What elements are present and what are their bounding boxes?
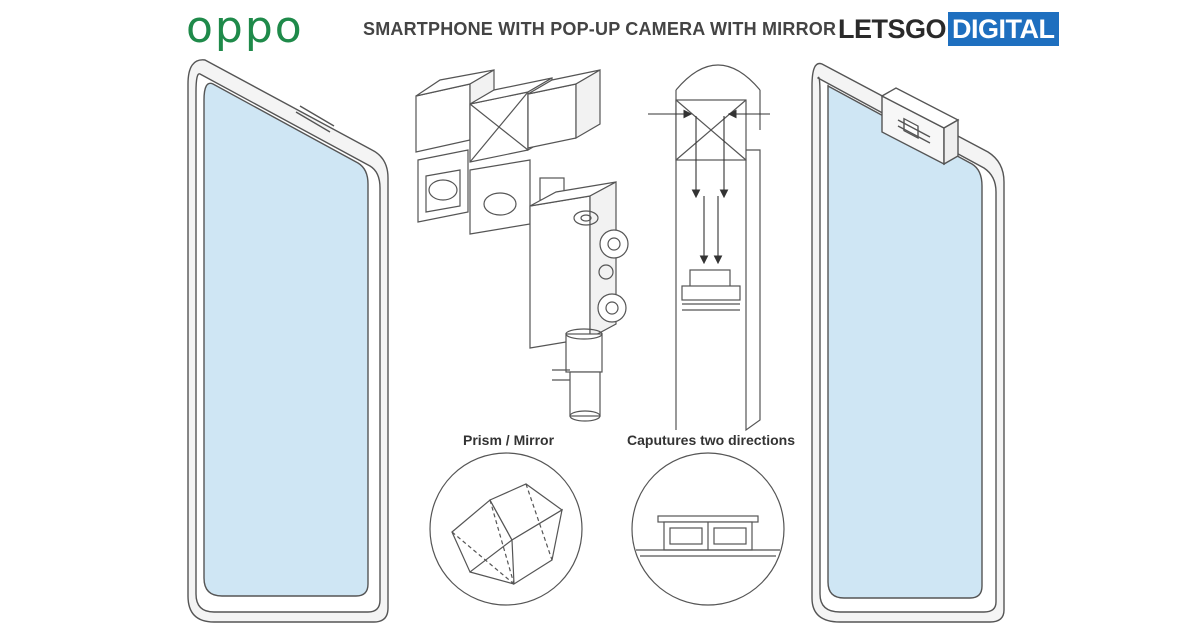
caption-captures-two-directions: Caputures two directions <box>627 432 796 448</box>
caption-prism-mirror: Prism / Mirror <box>463 432 555 448</box>
phone-right-popup <box>811 62 1005 623</box>
prism-mirror-detail <box>429 452 583 606</box>
letsgodigital-logo: LETSGO DIGITAL <box>838 12 1059 46</box>
phone-right-screen <box>827 84 983 599</box>
image-sensor <box>689 269 731 289</box>
optical-path-arrows <box>648 109 770 265</box>
letsgo-wordmark: LETSGO <box>838 14 947 44</box>
digital-wordmark: DIGITAL <box>948 12 1059 46</box>
two-direction-capture-detail <box>631 452 785 606</box>
phone-left-screen <box>203 82 369 597</box>
oppo-logo: oppo <box>186 2 304 53</box>
camera-module-exploded-view <box>415 68 629 422</box>
popup-camera-module <box>880 87 960 166</box>
phone-left-closed <box>187 59 389 623</box>
page-title: SMARTPHONE WITH POP-UP CAMERA WITH MIRRO… <box>363 19 837 39</box>
